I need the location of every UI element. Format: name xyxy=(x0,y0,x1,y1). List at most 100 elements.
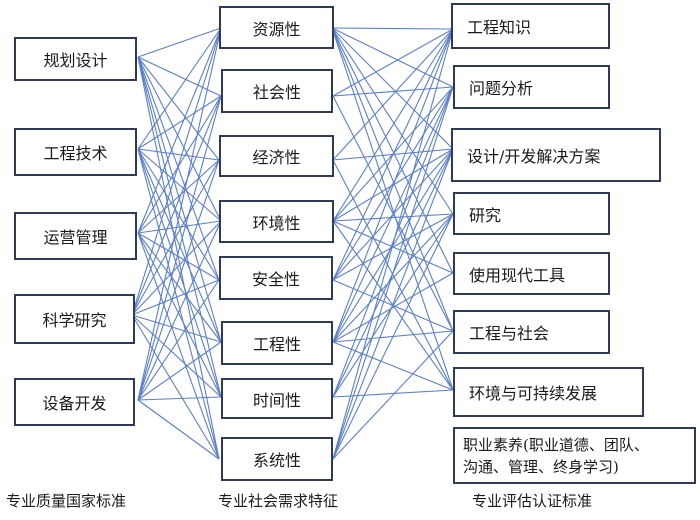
connection-line xyxy=(332,213,454,222)
box-label: 工程知识 xyxy=(467,18,532,37)
box-label: 安全性 xyxy=(251,270,300,289)
criterion-box-sustainability: 环境与可持续发展 xyxy=(453,367,644,417)
connection-line xyxy=(331,27,454,215)
feature-box-temporal: 时间性 xyxy=(221,378,333,419)
box-label-line1: 职业素养(职业道德、团队、 xyxy=(463,435,649,454)
box-label: 科学研究 xyxy=(42,311,107,330)
box-label: 工程技术 xyxy=(43,144,108,163)
criterion-box-design-solutions: 设计/开发解决方案 xyxy=(451,128,661,182)
connection-line xyxy=(137,56,220,161)
box-label: 研究 xyxy=(469,205,502,225)
connection-line xyxy=(332,341,454,391)
feature-box-social: 社会性 xyxy=(221,69,333,113)
connection-line xyxy=(137,56,220,460)
box-label: 经济性 xyxy=(252,148,301,167)
feature-box-engineering: 工程性 xyxy=(221,321,333,365)
connection-line xyxy=(131,95,222,316)
box-label: 资源性 xyxy=(252,19,301,39)
box-label: 工程与社会 xyxy=(469,324,550,343)
connection-line xyxy=(332,213,454,343)
box-label: 设备开发 xyxy=(42,394,107,413)
feature-box-systemic: 系统性 xyxy=(221,437,333,481)
box-label: 系统性 xyxy=(252,451,301,470)
box-label: 社会性 xyxy=(252,83,301,102)
connection-line xyxy=(331,27,454,88)
connection-line xyxy=(332,28,454,222)
connection-line xyxy=(332,28,454,460)
connection-line xyxy=(332,272,454,343)
connection-line xyxy=(332,86,454,97)
connection-line xyxy=(131,220,222,316)
connection-line xyxy=(331,27,454,332)
box-label: 规划设计 xyxy=(43,51,108,70)
connection-line xyxy=(137,232,222,398)
connection-line xyxy=(332,86,454,460)
feature-box-economic: 经济性 xyxy=(219,135,334,177)
connection-line xyxy=(137,279,220,401)
feature-box-safety: 安全性 xyxy=(219,256,333,300)
connection-line xyxy=(137,148,222,222)
box-label-line2: 沟通、管理、终身学习) xyxy=(463,457,619,476)
connection-line xyxy=(137,159,220,234)
connection-line xyxy=(131,314,220,460)
connection-line xyxy=(131,314,222,398)
connection-line xyxy=(137,159,220,401)
connection-line xyxy=(332,86,454,281)
connection-line xyxy=(137,399,220,460)
standard-box-equipment-dev: 设备开发 xyxy=(14,378,135,426)
standard-box-planning-design: 规划设计 xyxy=(14,37,137,81)
box-label: 使用现代工具 xyxy=(469,265,566,285)
connection-line xyxy=(137,27,222,150)
criterion-box-engineering-society: 工程与社会 xyxy=(453,310,610,354)
criterion-box-research: 研究 xyxy=(453,192,610,235)
connection-line xyxy=(332,86,454,343)
connection-line xyxy=(137,148,222,343)
connection-line xyxy=(137,148,220,161)
connection-line xyxy=(137,95,222,401)
connection-line xyxy=(131,159,220,316)
box-label: 运营管理 xyxy=(43,228,108,247)
connection-line xyxy=(137,232,220,460)
connection-line xyxy=(137,56,220,281)
box-label: 设计/开发解决方案 xyxy=(467,147,601,166)
connection-line xyxy=(137,27,222,234)
connection-line xyxy=(137,95,222,150)
box-label: 问题分析 xyxy=(469,79,534,98)
connection-line xyxy=(137,27,222,401)
connection-line xyxy=(331,27,454,274)
box-label: 环境性 xyxy=(252,213,301,233)
connection-line xyxy=(137,396,222,401)
caption-national-standard: 专业质量国家标准 xyxy=(6,492,127,510)
connection-line xyxy=(332,148,454,460)
caption-social-demand: 专业社会需求特征 xyxy=(218,492,339,510)
connection-line xyxy=(137,220,222,401)
criterion-box-engineering-knowledge: 工程知识 xyxy=(451,3,610,49)
connection-line xyxy=(137,95,222,234)
box-label: 工程性 xyxy=(252,335,301,354)
connection-line xyxy=(137,232,220,281)
connection-line xyxy=(137,220,222,234)
caption-certification-standard: 专业评估认证标准 xyxy=(472,492,593,510)
connection-line xyxy=(332,213,454,460)
connection-line xyxy=(332,213,454,281)
box-label: 环境与可持续发展 xyxy=(469,384,598,403)
criterion-box-modern-tools: 使用现代工具 xyxy=(453,252,610,295)
connection-line xyxy=(137,27,222,58)
connection-line xyxy=(332,28,454,343)
box-label: 时间性 xyxy=(252,390,301,410)
connection-line xyxy=(137,148,222,398)
connection-line xyxy=(131,27,222,316)
connection-line xyxy=(137,148,220,281)
connection-line xyxy=(131,279,220,316)
connection-line xyxy=(332,28,454,97)
connection-line xyxy=(131,314,222,343)
connection-line xyxy=(332,330,454,460)
feature-box-resource: 资源性 xyxy=(219,6,334,49)
connection-line xyxy=(332,28,454,161)
feature-box-environmental: 环境性 xyxy=(219,200,334,243)
standard-box-engineering-tech: 工程技术 xyxy=(14,128,137,176)
connection-line xyxy=(137,341,222,401)
standard-box-research: 科学研究 xyxy=(14,294,135,344)
connection-line xyxy=(331,27,454,30)
